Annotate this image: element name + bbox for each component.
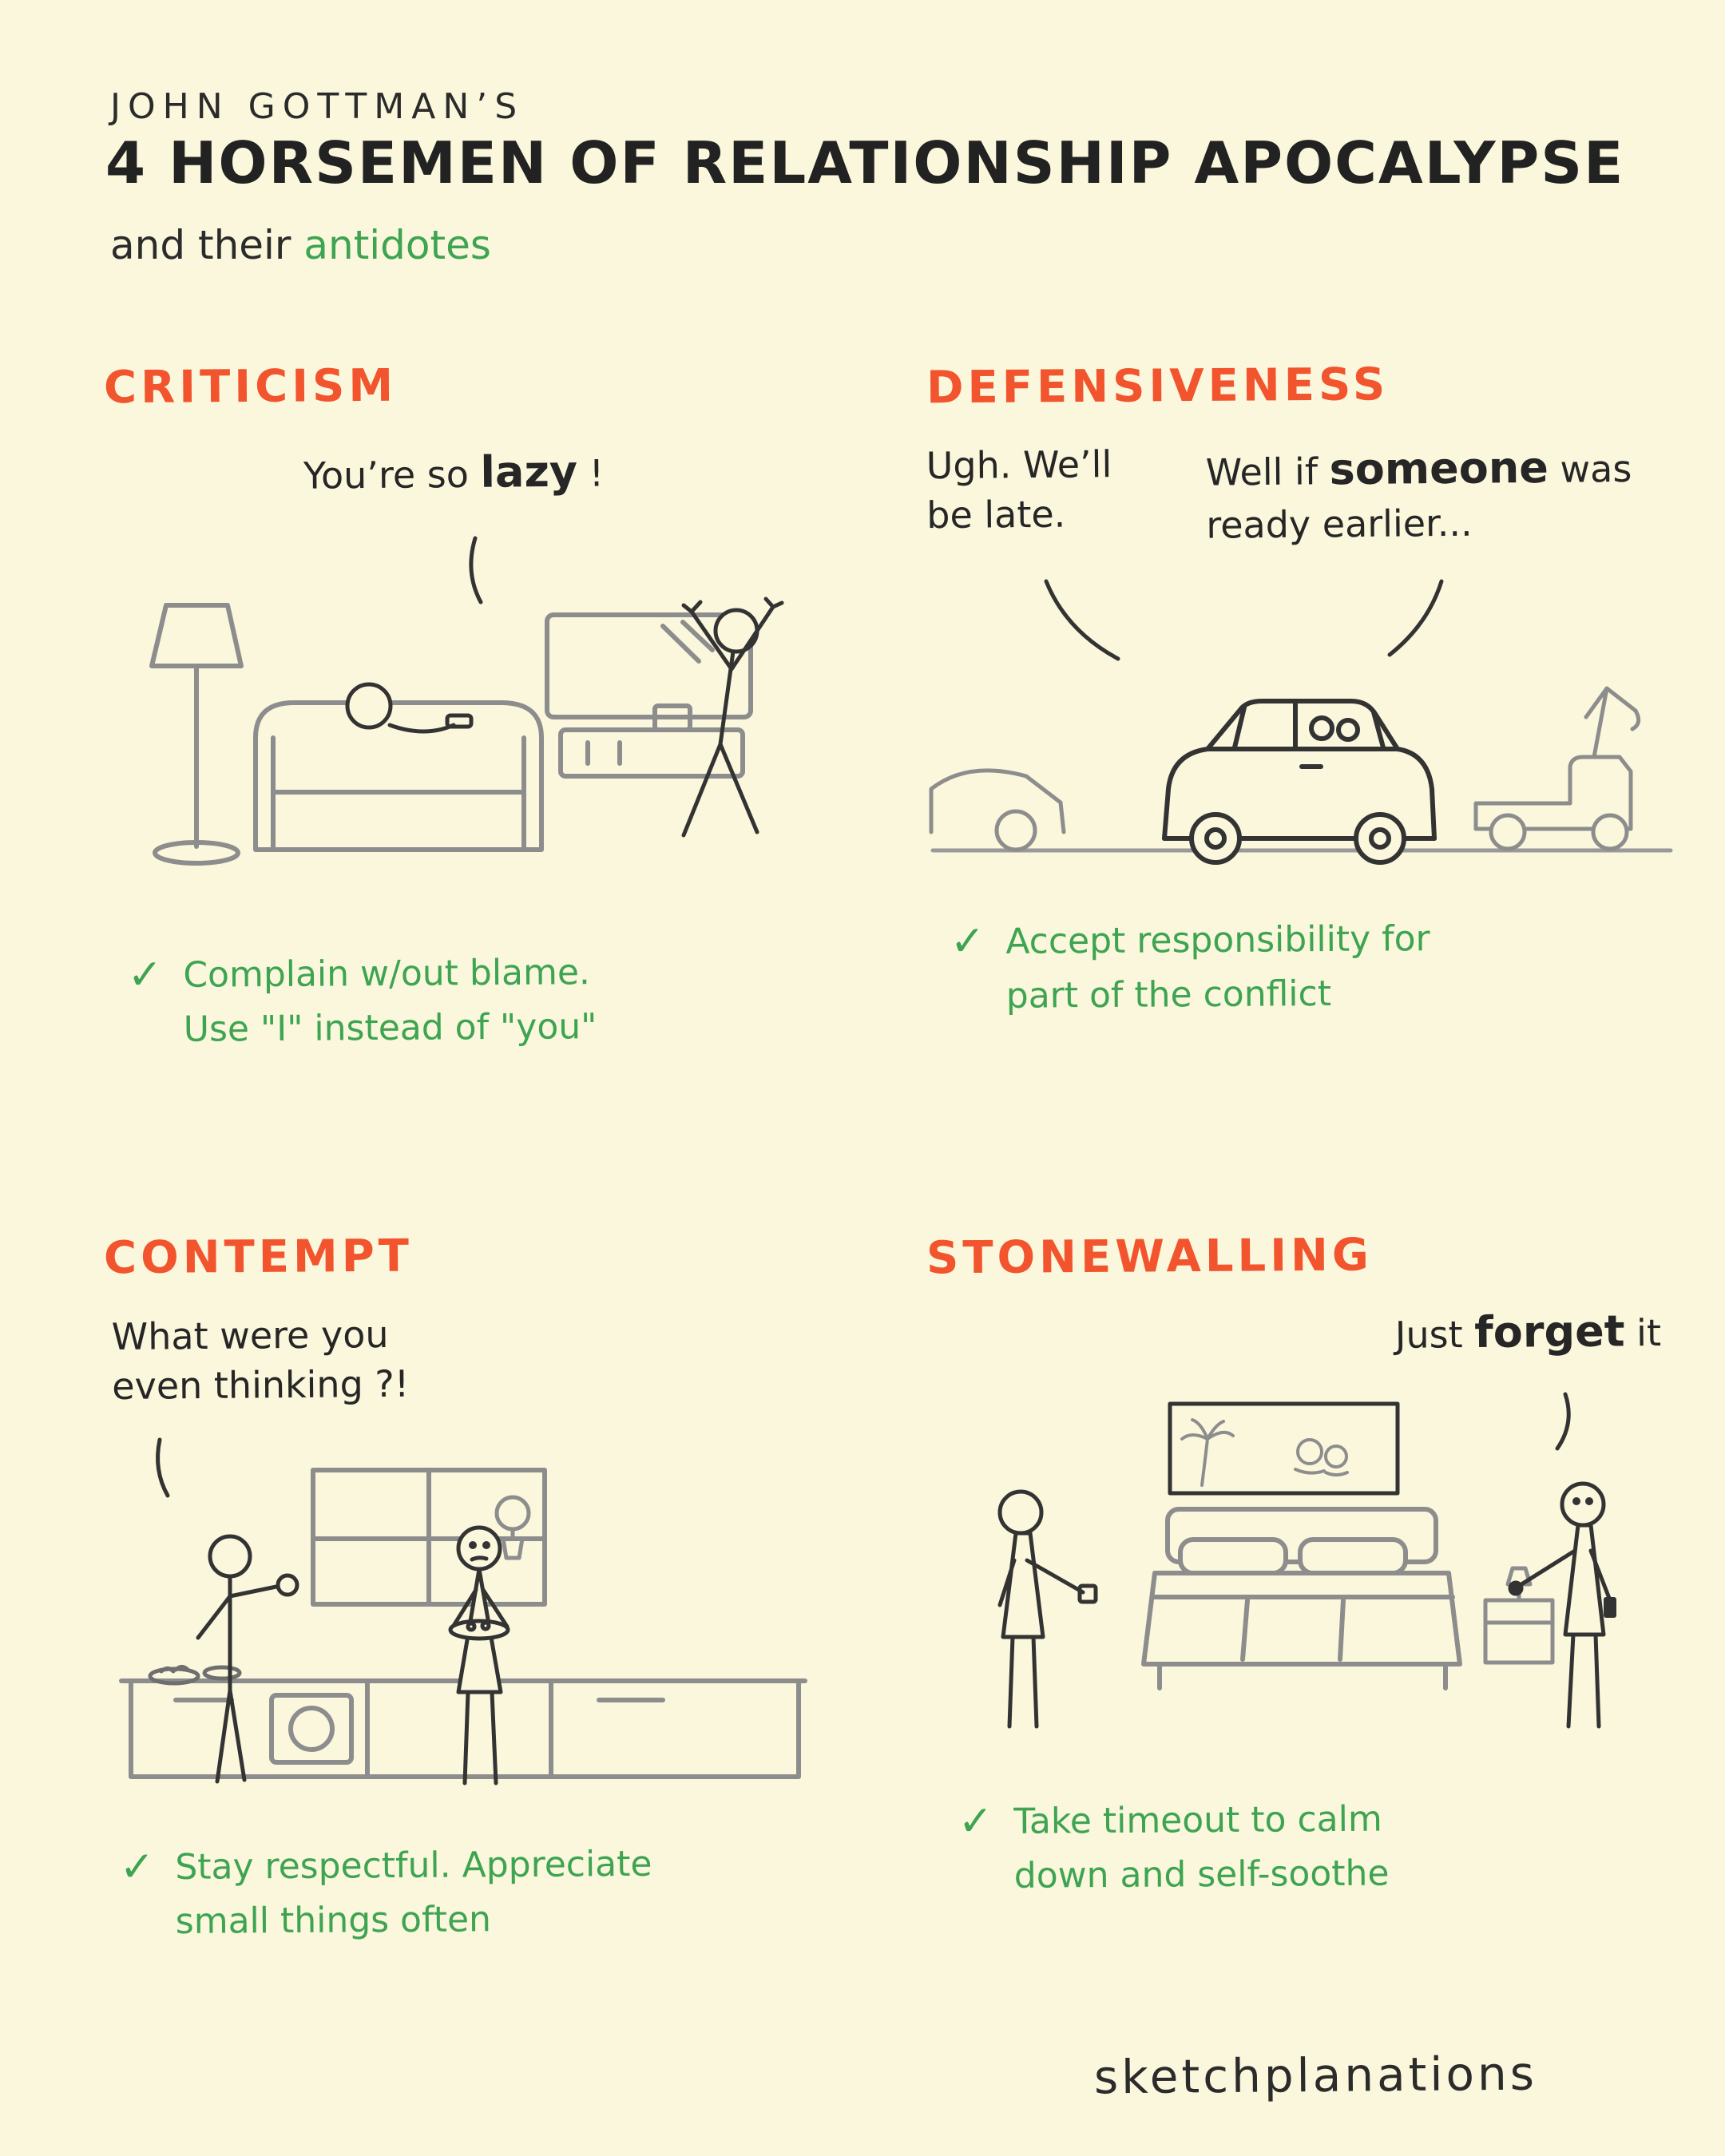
photo-contents [1180,1417,1349,1487]
section-criticism: CRITICISM You’re so lazy ! [104,359,847,1056]
section-contempt: CONTEMPT What were you even thinking ?! [104,1230,847,1948]
criticism-speech: You’re so lazy ! [303,441,799,503]
kicker: JOHN GOTTMAN’S [110,86,525,127]
subtitle-prefix: and their [110,222,304,268]
speech-tail-right [1387,579,1444,657]
traffic-illustration [929,579,1673,865]
subtitle: and their antidotes [110,222,491,268]
tow-truck [1473,686,1641,851]
def-speech-bold: someone [1329,442,1549,495]
defensiveness-speech-right: Well if someone was ready earlier... [1205,438,1685,549]
defensiveness-speeches: Ugh. We’ll be late. Well if someone was … [926,440,1693,548]
check-icon: ✓ [958,1797,993,1846]
kitchen-illustration [119,1437,807,1785]
window-plant [494,1495,531,1560]
brand-signature: sketchplanations [1093,2046,1538,2105]
check-icon: ✓ [950,917,985,966]
speech-tail [469,536,483,604]
contempt-speech: What were you even thinking ?! [111,1312,410,1409]
stonewalling-antidote: ✓ Take timeout to calm down and self-soo… [958,1792,1486,1904]
defensiveness-speech-left: Ugh. We’ll be late. [926,442,1112,537]
criticism-speech-bold: lazy [480,446,578,497]
section-stonewalling: STONEWALLING Just forget it [926,1229,1693,1904]
floor-lamp [149,602,244,866]
contempt-antidote: ✓ Stay respectful. Appreciate small thin… [120,1837,680,1950]
criticizing-figure [681,596,784,838]
criticism-antidote-text: Complain w/out blame. Use "I" instead of… [183,952,597,1050]
section-defensiveness: DEFENSIVENESS Ugh. We’ll be late. Well i… [926,359,1693,1022]
page-title: 4 HORSEMEN OF RELATIONSHIP APOCALYPSE [105,129,1625,196]
bedroom-illustration [997,1392,1616,1729]
reaching-figure [997,1489,1098,1729]
couple-car [1162,698,1437,865]
stone-speech-bold: forget [1473,1306,1625,1358]
contemptuous-figure [196,1534,299,1784]
stonewalling-heading: STONEWALLING [926,1229,1374,1285]
living-room-illustration [149,536,784,866]
stonewalling-speech: Just forget it [926,1302,1662,1367]
hurt-figure [448,1525,510,1785]
check-icon: ✓ [127,950,163,1000]
stonewalling-antidote-text: Take timeout to calm down and self-sooth… [1013,1798,1390,1896]
couch [253,700,544,852]
stove-pans [148,1665,242,1686]
defensiveness-heading: DEFENSIVENESS [926,359,1390,414]
bed [1141,1506,1462,1690]
tv-and-stand [545,612,753,779]
check-icon: ✓ [119,1843,155,1892]
speech-tail [156,1437,170,1498]
stonewalling-figure [1508,1481,1616,1729]
speech-tail [1555,1392,1571,1451]
car-ahead [929,768,1066,852]
defensiveness-antidote: ✓ Accept responsibility for part of the … [950,912,1478,1024]
person-on-couch [345,682,474,734]
criticism-speech-post: ! [577,451,605,495]
contempt-antidote-text: Stay respectful. Appreciate small things… [175,1843,652,1943]
criticism-heading: CRITICISM [103,359,398,414]
criticism-speech-pre: You’re so [303,452,481,497]
speech-tail-left [1044,579,1120,661]
contempt-heading: CONTEMPT [103,1230,414,1285]
wall-photo [1168,1401,1400,1496]
defensiveness-antidote-text: Accept responsibility for part of the co… [1005,918,1430,1017]
stone-speech-pre: Just [1394,1313,1475,1357]
def-speech-pre: Well if [1205,450,1330,494]
criticism-antidote: ✓ Complain w/out blame. Use "I" instead … [128,945,640,1058]
subtitle-antidotes: antidotes [303,222,491,268]
stone-speech-post: it [1624,1310,1662,1355]
